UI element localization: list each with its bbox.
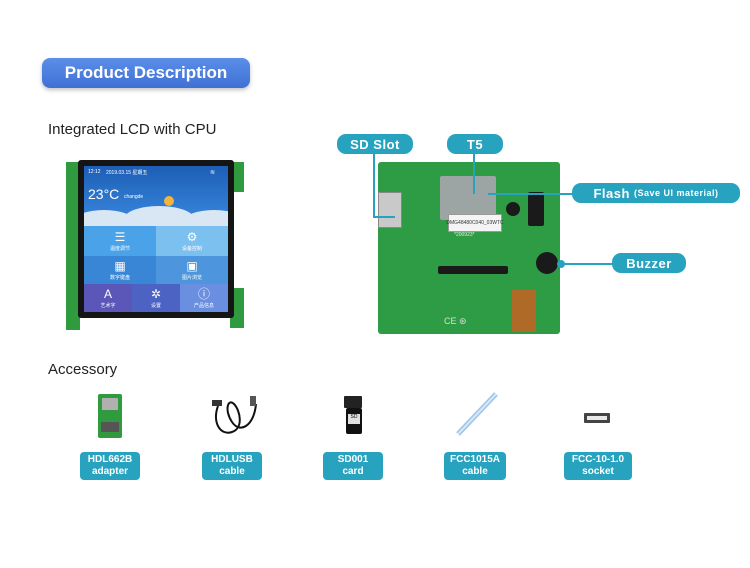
device-icon: ⚙ [186,229,198,244]
t5-chip [440,176,496,220]
info-icon: ⓘ [197,286,210,301]
weather-sun-icon [164,196,174,206]
tile-settings[interactable]: ✲ 设置 [132,284,180,312]
wifi-icon: ≋ [210,170,216,176]
buzzer-part [536,252,558,274]
screen-temperature: 23°C [88,186,120,202]
screen-date: 2019.03.15 星期五 [106,170,148,176]
model-sticker: DMG48480C040_03WTC [446,214,504,232]
tile-art-font[interactable]: A 艺术字 [84,284,132,312]
callout-flash: Flash(Save UI material) [572,183,740,203]
art-a-icon: A [103,286,112,301]
sd-card-icon: SD [344,396,364,436]
fpc-connector [438,266,508,274]
lcd-screen: 12:12 2019.03.15 星期五 23°C changde ≋ ☰ 温度… [84,166,228,312]
lcd-section-label: Integrated LCD with CPU [48,121,217,138]
tile-keypad[interactable]: ▦ 数字键盘 [84,256,156,284]
sd-slot-part [378,192,402,228]
tile-device-control[interactable]: ⚙ 设备控制 [156,226,228,256]
usb-cable-icon [212,396,257,434]
ce-mark: CE ⊛ [444,316,467,326]
tile-gallery[interactable]: ▣ 图片浏览 [156,256,228,284]
callout-buzzer: Buzzer [612,253,686,273]
screen-city: changde [124,194,144,200]
page-title: Product Description [42,58,250,88]
callout-t5: T5 [447,134,503,154]
flash-connector [528,192,544,226]
callout-sd-slot: SD Slot [337,134,413,154]
flex-cable-part [512,290,536,332]
sliders-icon: ☰ [114,229,126,244]
tile-temperature[interactable]: ☰ 温度调节 [84,226,156,256]
board-back-image: DMG48480C040_03WTC *200923* CE ⊛ [378,162,560,334]
lcd-module-image: 12:12 2019.03.15 星期五 23°C changde ≋ ☰ 温度… [66,160,246,336]
gear-icon: ✲ [150,286,162,301]
adapter-board-icon [98,394,122,438]
keypad-icon: ▦ [114,258,126,273]
accessory-section-label: Accessory [48,361,118,378]
gallery-icon: ▣ [186,258,198,273]
ribbon-cable-icon [456,392,498,436]
tile-product-info[interactable]: ⓘ 产品信息 [180,284,228,312]
screen-time: 12:12 [88,169,101,175]
fpc-socket-icon [584,413,610,423]
capacitor [506,202,520,216]
serial-label: *200923* [454,232,475,238]
